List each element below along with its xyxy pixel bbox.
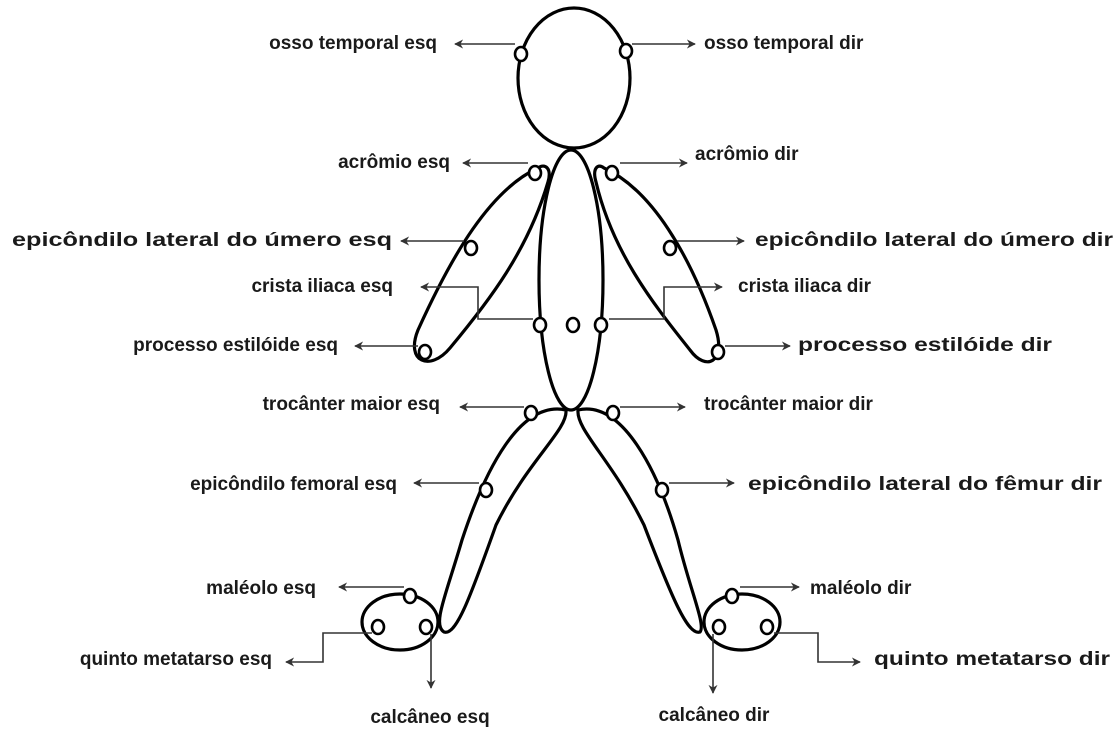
marker-epicondilo-umero-esq [465, 241, 477, 255]
label-epicondilo-umero-esq: epicôndilo lateral do úmero esq [12, 230, 392, 251]
marker-quinto-metatarso-dir [761, 620, 773, 634]
label-calcaneo-dir: calcâneo dir [659, 705, 770, 726]
right-arm-shape [595, 166, 719, 362]
marker-acromio-dir [606, 166, 618, 180]
label-epicondilo-femoral-esq: epicôndilo femoral esq [190, 474, 397, 495]
marker-crista-iliaca-esq [534, 318, 546, 332]
label-osso-temporal-esq: osso temporal esq [269, 33, 437, 54]
marker-processo-estiloide-esq [419, 345, 431, 359]
marker-maleolo-esq [404, 589, 416, 603]
marker-osso-temporal-dir [620, 44, 632, 58]
marker-trocanter-dir [607, 406, 619, 420]
label-maleolo-esq: maléolo esq [206, 578, 316, 599]
marker-epicondilo-femoral-esq [480, 483, 492, 497]
label-quinto-metatarso-dir: quinto metatarso dir [874, 649, 1111, 670]
left-arm-shape [414, 166, 549, 361]
torso-shape [539, 150, 603, 410]
arrow-quinto-metatarso-dir [774, 633, 860, 662]
label-processo-estiloide-esq: processo estilóide esq [133, 335, 338, 356]
label-osso-temporal-dir: osso temporal dir [704, 33, 864, 54]
marker-epicondilo-femur-dir [656, 483, 668, 497]
left-leg-shape [439, 409, 566, 632]
marker-trocanter-esq [525, 406, 537, 420]
marker-crista-iliaca-dir [595, 318, 607, 332]
label-processo-estiloide-dir: processo estilóide dir [798, 335, 1053, 356]
label-calcaneo-esq: calcâneo esq [370, 707, 489, 728]
marker-sacro [567, 318, 579, 332]
arrow-quinto-metatarso-esq [286, 633, 372, 662]
label-maleolo-dir: maléolo dir [810, 578, 912, 599]
marker-acromio-esq [529, 166, 541, 180]
marker-calcaneo-dir [713, 620, 725, 634]
marker-group [372, 44, 773, 634]
label-crista-iliaca-esq: crista iliaca esq [251, 276, 393, 297]
head-shape [518, 8, 630, 148]
label-group: osso temporal esq osso temporal dir acrô… [12, 33, 1114, 728]
marker-quinto-metatarso-esq [372, 620, 384, 634]
right-leg-shape [578, 409, 701, 632]
label-crista-iliaca-dir: crista iliaca dir [738, 276, 872, 297]
marker-epicondilo-umero-dir [664, 241, 676, 255]
label-trocanter-dir: trocânter maior dir [704, 394, 874, 415]
leader-arrows [286, 44, 860, 693]
label-acromio-esq: acrômio esq [338, 152, 450, 173]
marker-osso-temporal-esq [515, 47, 527, 61]
label-epicondilo-femur-dir: epicôndilo lateral do fêmur dir [748, 474, 1103, 495]
label-epicondilo-umero-dir: epicôndilo lateral do úmero dir [755, 230, 1114, 251]
marker-calcaneo-esq [420, 620, 432, 634]
label-trocanter-esq: trocânter maior esq [263, 394, 440, 415]
marker-maleolo-dir [726, 589, 738, 603]
marker-processo-estiloide-dir [712, 345, 724, 359]
label-acromio-dir: acrômio dir [695, 144, 799, 165]
label-quinto-metatarso-esq: quinto metatarso esq [80, 649, 272, 670]
